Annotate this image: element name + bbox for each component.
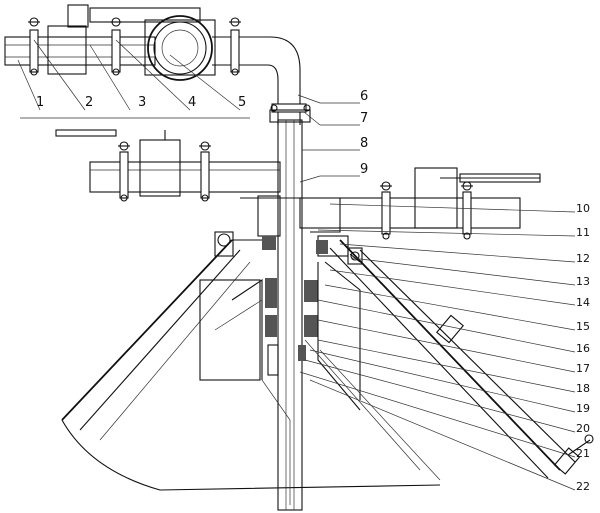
elbow-pipe	[212, 17, 311, 125]
flange-clamp-h	[461, 181, 473, 240]
label-2: 2	[85, 95, 93, 110]
label-19: 19	[576, 402, 590, 415]
label-18: 18	[576, 382, 590, 395]
label-10: 10	[576, 202, 590, 215]
label-1: 1	[36, 95, 44, 110]
label-group-right: 10 11 12 13 14 15 16 17 18 19 20 21 22	[576, 202, 590, 493]
flange-clamp-b	[110, 17, 122, 76]
flange-clamp-d	[270, 103, 311, 113]
circular-fitting	[144, 15, 216, 81]
inner-housing	[199, 261, 441, 505]
handle-rod	[55, 129, 117, 137]
label-22: 22	[576, 480, 590, 493]
right-pipe	[299, 167, 541, 240]
label-12: 12	[576, 252, 590, 265]
label-8: 8	[360, 136, 368, 151]
label-11: 11	[576, 226, 590, 239]
label-6: 6	[360, 89, 368, 104]
flange-clamp-e	[118, 141, 130, 202]
label-21: 21	[576, 447, 590, 460]
label-20: 20	[576, 422, 590, 435]
label-7: 7	[360, 111, 368, 126]
label-17: 17	[576, 362, 590, 375]
label-14: 14	[576, 296, 590, 309]
leader-lines-right	[299, 203, 576, 491]
central-shaft	[269, 109, 311, 511]
leader-lines-bottom	[17, 39, 250, 119]
flange-clamp-f	[199, 141, 211, 202]
flange-clamp-c	[229, 17, 241, 76]
label-4: 4	[188, 95, 196, 110]
label-13: 13	[576, 275, 590, 288]
middle-pipe	[89, 130, 281, 202]
right-cone	[329, 239, 594, 479]
housing-top	[240, 195, 349, 257]
label-group-bottom: 1 2 3 4 5	[36, 95, 246, 110]
leader-lines-side	[297, 94, 360, 183]
label-9: 9	[360, 162, 368, 177]
label-3: 3	[138, 95, 146, 110]
flange-clamp-g	[380, 181, 392, 240]
label-15: 15	[576, 320, 590, 333]
top-inlet-pipe	[4, 4, 201, 76]
left-cone	[61, 231, 441, 491]
flange-clamp-a	[28, 17, 40, 76]
label-5: 5	[238, 95, 246, 110]
label-group-side: 6 7 8 9	[360, 89, 368, 177]
label-16: 16	[576, 342, 590, 355]
